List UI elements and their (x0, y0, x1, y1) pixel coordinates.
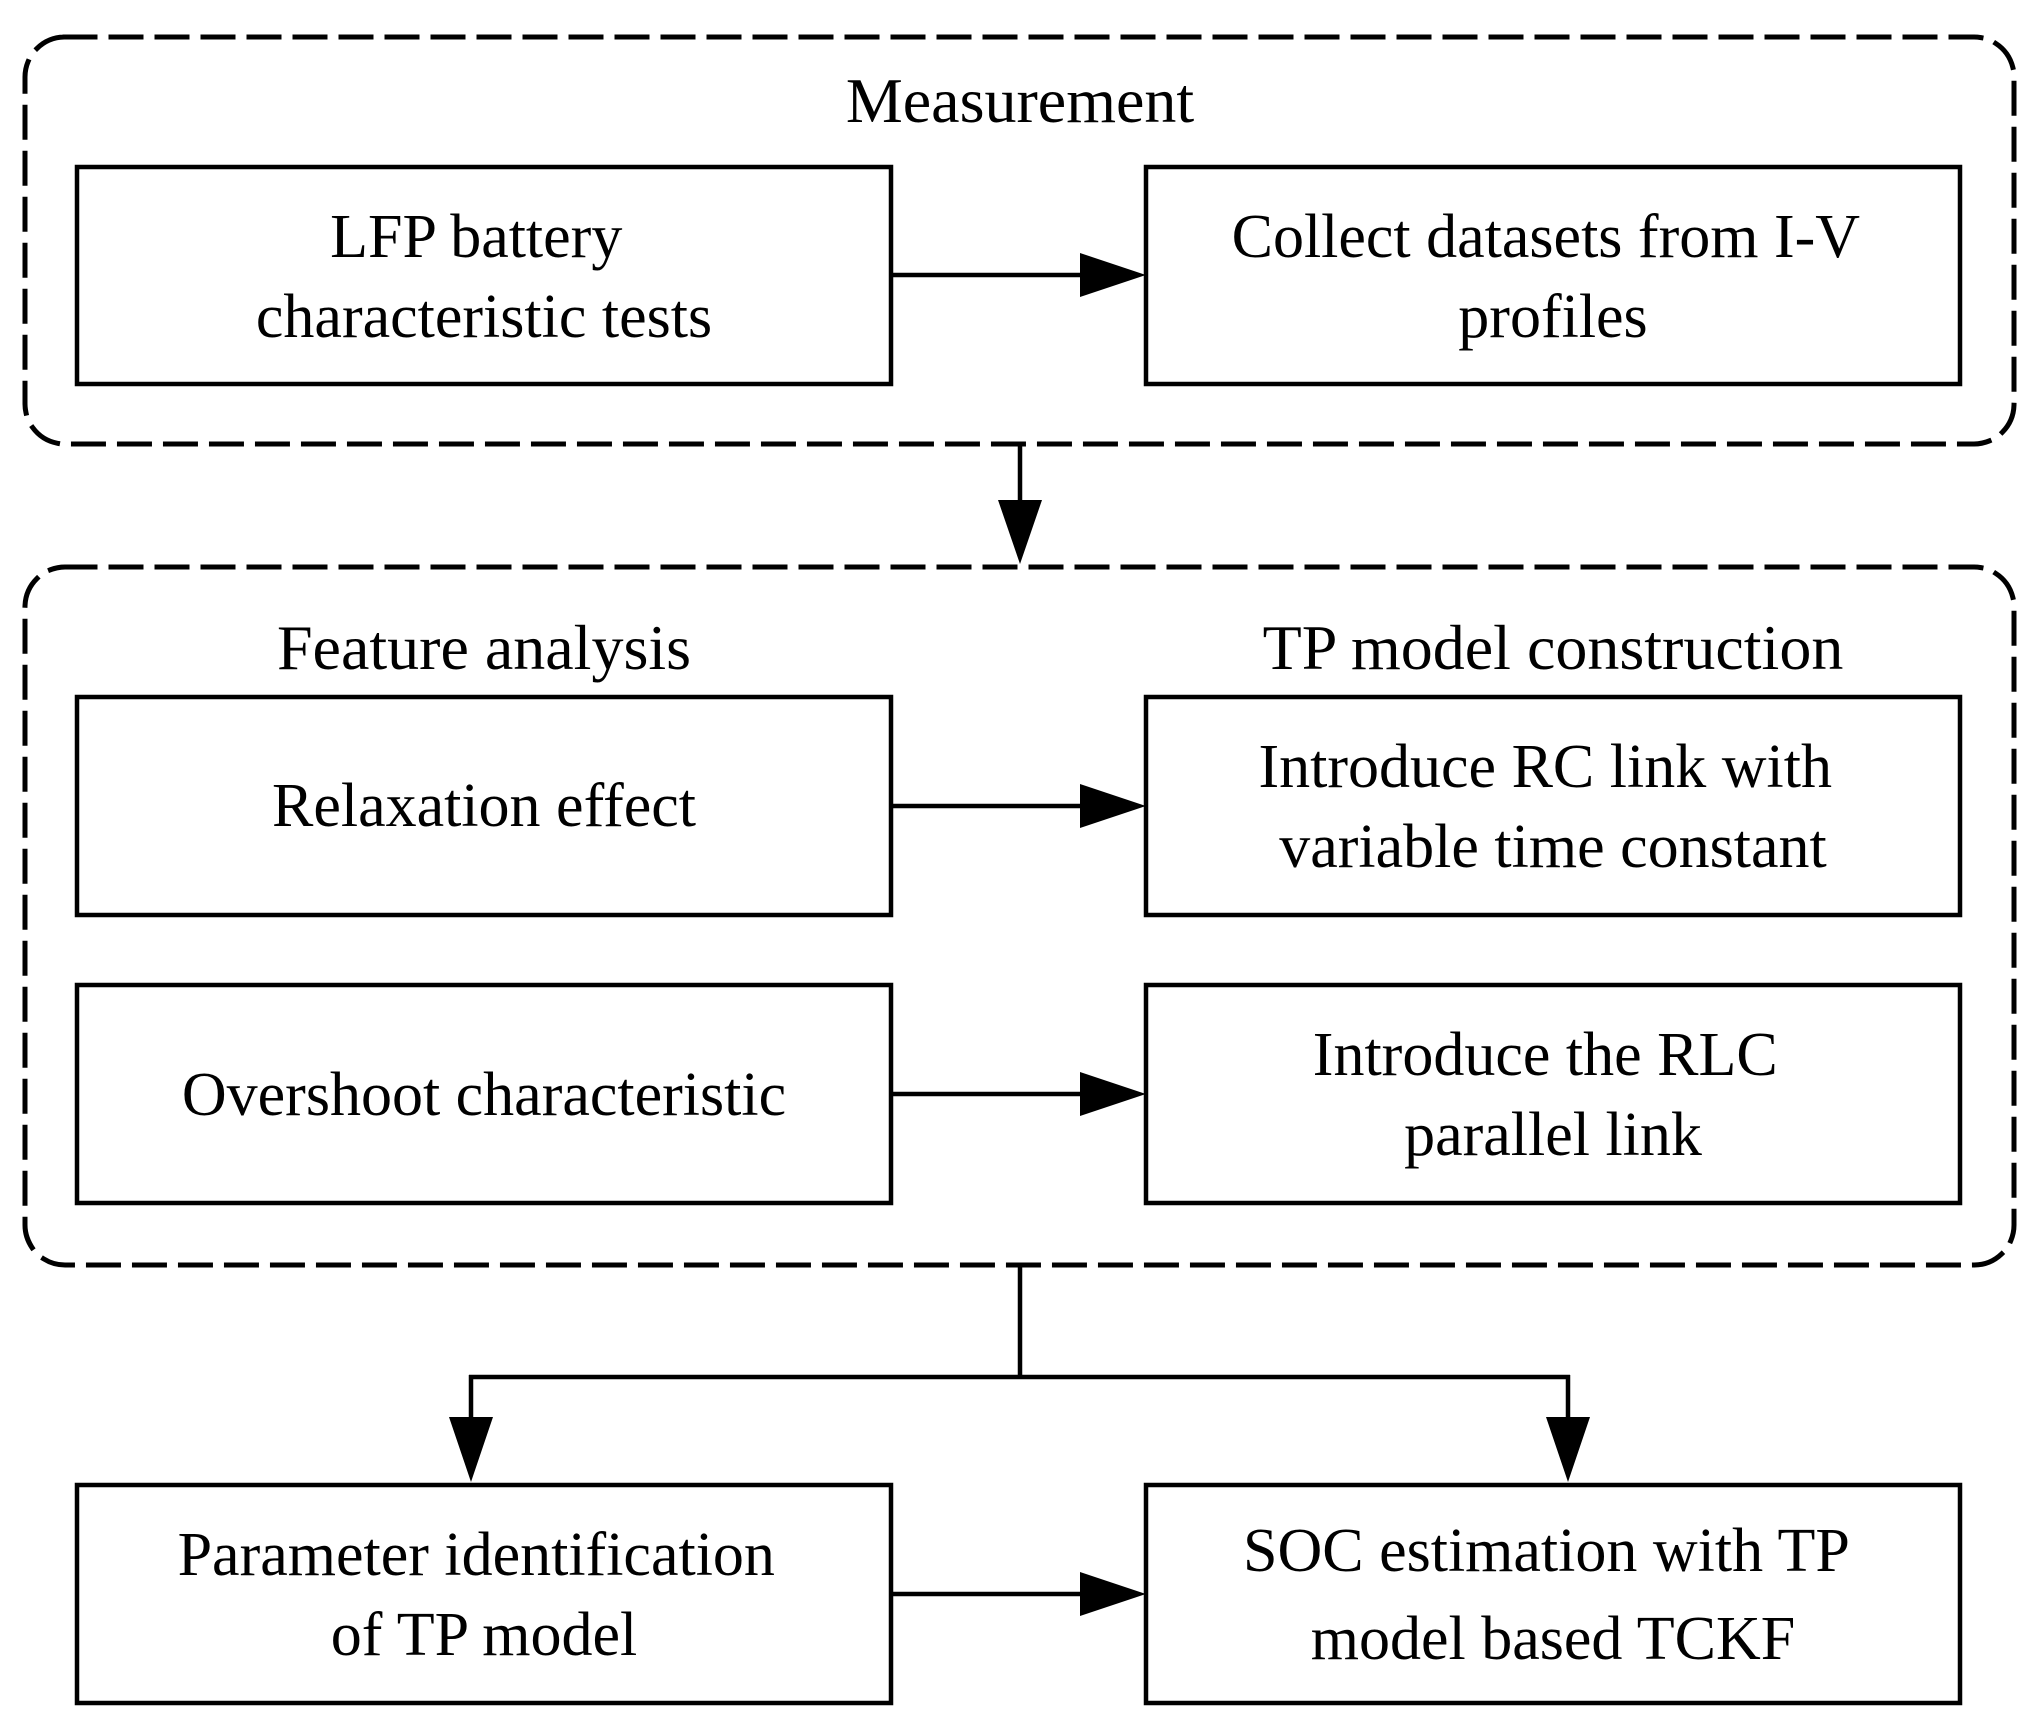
soc-estimation-box: SOC estimation with TP model based TCKF (1143, 1482, 1963, 1706)
overshoot-line-1: Overshoot characteristic (182, 1061, 786, 1129)
lfp-tests-line-2: characteristic tests (256, 283, 712, 351)
param-id-line-2: of TP model (331, 1601, 638, 1669)
lfp-tests-line-1: LFP battery (330, 203, 622, 271)
rc-link-box: Introduce RC link with variable time con… (1143, 694, 1963, 918)
param-id-box-frame (74, 1482, 894, 1706)
rc-link-box-text: Introduce RC link with variable time con… (1259, 733, 1848, 881)
rc-link-line-1: Introduce RC link with (1259, 733, 1832, 801)
tp-model-construction-label: TP model construction (1263, 612, 1844, 683)
measurement-group-title: Measurement (846, 65, 1195, 136)
collect-datasets-line-2: profiles (1458, 283, 1647, 351)
model-group: Feature analysis TP model construction R… (22, 564, 2017, 1268)
measurement-group: Measurement LFP battery characteristic t… (22, 34, 2017, 447)
param-id-box-text: Parameter identification of TP model (178, 1521, 791, 1669)
relaxation-box-text: Relaxation effect (272, 772, 696, 840)
arrow-lfp-to-collect (891, 253, 1146, 297)
collect-datasets-box-text: Collect datasets from I-V profiles (1232, 203, 1875, 351)
rlc-link-box: Introduce the RLC parallel link (1143, 982, 1963, 1206)
lfp-tests-box-frame (74, 164, 894, 387)
feature-analysis-label: Feature analysis (277, 612, 691, 683)
overshoot-box-text: Overshoot characteristic (182, 1061, 786, 1129)
rlc-link-line-1: Introduce the RLC (1313, 1021, 1778, 1089)
split-connector (449, 1265, 1590, 1482)
rc-link-box-frame (1143, 694, 1963, 918)
arrow-measurement-to-model (998, 444, 1042, 564)
soc-estimation-line-2: model based TCKF (1311, 1605, 1796, 1673)
collect-datasets-box-frame (1143, 164, 1963, 387)
rlc-link-box-text: Introduce the RLC parallel link (1313, 1021, 1793, 1169)
lfp-tests-box: LFP battery characteristic tests (74, 164, 894, 387)
relaxation-box-frame (74, 694, 894, 918)
arrow-overshoot-to-rlc (891, 1072, 1146, 1116)
overshoot-box: Overshoot characteristic (74, 982, 894, 1206)
soc-estimation-box-frame (1143, 1482, 1963, 1706)
param-id-box: Parameter identification of TP model (74, 1482, 894, 1706)
relaxation-box: Relaxation effect (74, 694, 894, 918)
rc-link-line-2: variable time constant (1279, 813, 1826, 881)
param-id-line-1: Parameter identification (178, 1521, 775, 1589)
collect-datasets-line-1: Collect datasets from I-V (1232, 203, 1861, 271)
collect-datasets-box: Collect datasets from I-V profiles (1143, 164, 1963, 387)
rlc-link-line-2: parallel link (1404, 1101, 1702, 1169)
arrow-relaxation-to-rc (891, 784, 1146, 828)
soc-estimation-box-text: SOC estimation with TP model based TCKF (1243, 1517, 1863, 1673)
relaxation-line-1: Relaxation effect (272, 772, 696, 840)
lfp-tests-box-text: LFP battery characteristic tests (256, 203, 712, 351)
soc-estimation-line-1: SOC estimation with TP (1243, 1517, 1848, 1585)
rlc-link-box-frame (1143, 982, 1963, 1206)
arrow-param-to-soc (891, 1572, 1146, 1616)
